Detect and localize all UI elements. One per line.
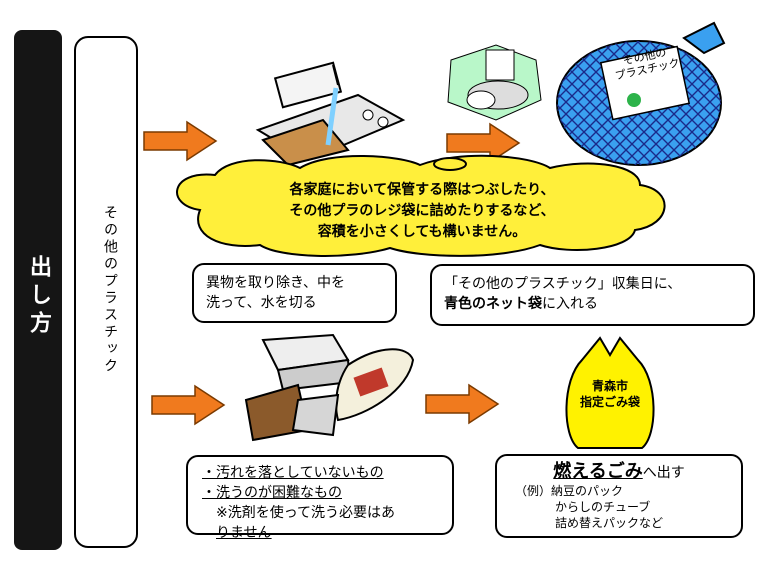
- step-wash-callout: 異物を取り除き、中を 洗って、水を切る: [192, 263, 397, 323]
- info-cloud: [176, 154, 666, 257]
- step-wash-line-2: 洗って、水を切る: [206, 295, 317, 311]
- yellow-garbage-bag-illustration: [565, 336, 655, 449]
- arrow-right-icon: [425, 383, 500, 425]
- step-net-bag-callout: 「その他のプラスチック」収集日に、 青色のネット袋に入れる: [430, 264, 755, 326]
- dirty-items-callout: ・汚れを落としていないもの ・洗うのが困難なもの ※洗剤を使って洗う必要はあ り…: [186, 455, 454, 541]
- burnable-callout: 燃えるごみへ出す （例）納豆のパック からしのチューブ 詰め替えパックなど: [495, 454, 743, 538]
- yellow-bag-label: 青森市 指定ごみ袋: [575, 378, 645, 410]
- burnable-suffix: へ出す: [642, 465, 685, 481]
- burnable-title: 燃えるごみ: [553, 461, 643, 482]
- burnable-examples: （例）納豆のパック からしのチューブ 詰め替えパックなど: [509, 483, 729, 531]
- category-box: [74, 36, 138, 548]
- dirty-packaging-illustration: [244, 333, 415, 442]
- info-cloud-text: 各家庭において保管する際はつぶしたり、 その他プラのレジ袋に詰めたりするなど、 …: [222, 180, 622, 243]
- crushing-illustration: [447, 44, 542, 121]
- washing-tray-illustration: [255, 61, 406, 167]
- cloud-line-1: 各家庭において保管する際はつぶしたり、: [289, 182, 555, 198]
- step-net-line-2: 青色のネット袋に入れる: [444, 294, 741, 314]
- arrow-right-icon: [446, 122, 521, 164]
- sidebar-bar: [14, 30, 62, 550]
- yellow-bag-line-2: 指定ごみ袋: [579, 395, 640, 409]
- step-wash-line-1: 異物を取り除き、中を: [206, 275, 346, 291]
- arrow-right-icon: [143, 120, 218, 162]
- dirty-note-line-2: りません: [216, 525, 272, 541]
- step-net-line-1: 「その他のプラスチック」収集日に、: [444, 276, 682, 292]
- cloud-line-2: その他プラのレジ袋に詰めたりするなど、: [289, 203, 555, 219]
- burnable-example-1: （例）納豆のパック: [515, 484, 624, 498]
- burnable-heading: 燃えるごみへ出す: [509, 462, 729, 483]
- cloud-line-3: 容積を小さくしても構いません。: [317, 224, 527, 240]
- burnable-example-3: 詰め替えパックなど: [555, 516, 664, 530]
- dirty-note: ※洗剤を使って洗う必要はあ りません: [202, 503, 438, 543]
- dirty-note-line-1: ※洗剤を使って洗う必要はあ: [216, 505, 396, 521]
- step-net-line-2-rest: に入れる: [542, 296, 598, 312]
- burnable-example-2: からしのチューブ: [555, 500, 651, 514]
- net-bag-emphasis: 青色のネット袋: [444, 296, 542, 312]
- dirty-item-2: ・洗うのが困難なもの: [202, 485, 342, 501]
- sidebar-title: 出し方: [26, 255, 51, 339]
- yellow-bag-line-1: 青森市: [591, 379, 628, 393]
- category-label: その他のプラスチック: [102, 205, 118, 375]
- blue-net-bag-illustration: [556, 21, 726, 166]
- arrow-right-icon: [151, 384, 226, 426]
- dirty-item-1: ・汚れを落としていないもの: [202, 465, 384, 481]
